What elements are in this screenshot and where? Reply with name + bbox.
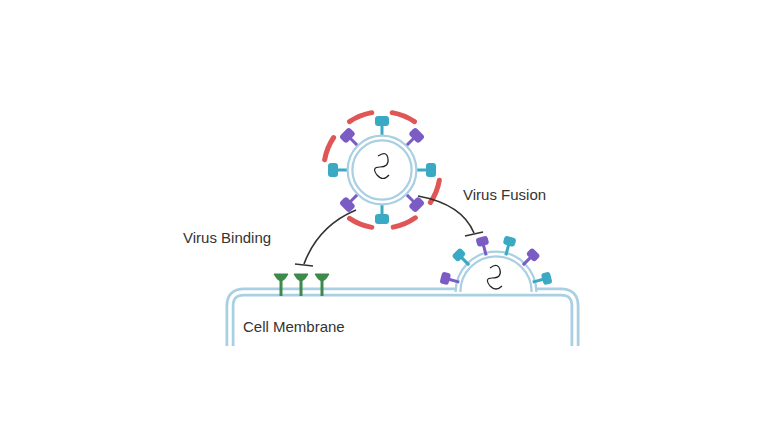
inhibition-lines	[295, 196, 483, 266]
membrane-inner	[230, 292, 575, 346]
receptors	[274, 274, 329, 296]
structure-label: Cell Membrane	[243, 318, 345, 336]
process-label: Virus Fusion	[463, 186, 546, 204]
inhibitors	[323, 111, 440, 228]
process-label: Virus Binding	[183, 229, 271, 247]
fusing-virus	[439, 235, 552, 292]
virus	[323, 111, 440, 228]
cell-membrane	[230, 292, 575, 346]
